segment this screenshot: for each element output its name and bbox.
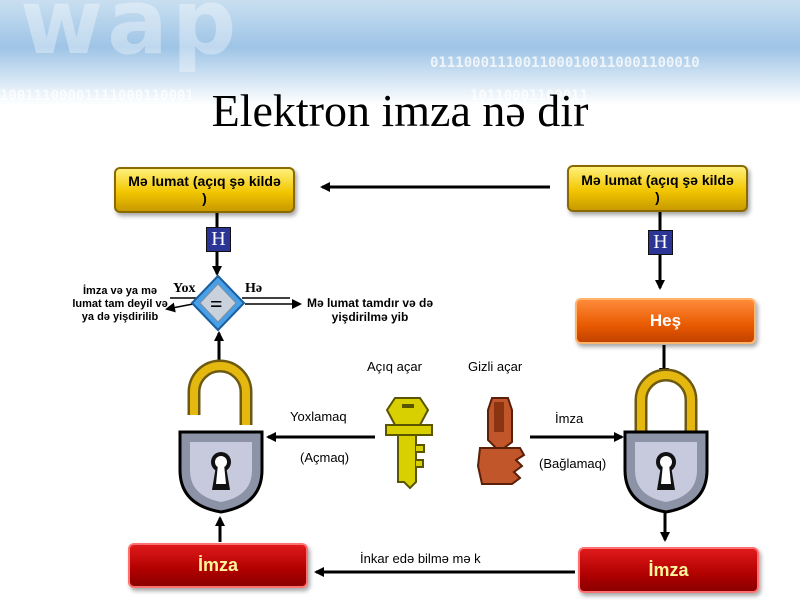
- public-key-icon: [385, 397, 433, 490]
- ok-text: Mə lumat tamdır və də yişdirilmə yib: [306, 296, 434, 324]
- right-hash-marker: H: [648, 230, 673, 255]
- page-title: Elektron imza nə dir: [211, 85, 589, 136]
- no-label: Yox: [173, 281, 196, 296]
- public-key-label: Açıq açar: [367, 359, 422, 374]
- verify-label: Yoxlamaq: [290, 409, 347, 424]
- non-repudiation-label: İnkar edə bilmə mə k: [360, 551, 481, 566]
- open-label: (Açmaq): [300, 450, 350, 465]
- not-ok-text: İmza və ya mə lumat tam deyil və ya də y…: [72, 285, 168, 323]
- right-closed-padlock: [623, 368, 709, 514]
- right-message-box: Mə lumat (açıq şə kildə ): [567, 165, 748, 212]
- sign-label: İmza: [555, 411, 584, 426]
- lock-label: (Bağlamaq): [539, 456, 607, 471]
- private-key-icon: [476, 397, 526, 485]
- header-banner: wap 01110001110011000100110001100010 100…: [0, 0, 800, 105]
- right-signature-box: İmza: [578, 547, 759, 593]
- left-message-box: Mə lumat (açıq şə kildə ): [114, 167, 295, 213]
- compare-equals: =: [210, 291, 223, 316]
- banner-watermark: wap: [20, 0, 241, 75]
- banner-binary-3: 10110001100011: [470, 88, 589, 104]
- yes-label: Hə: [245, 281, 263, 296]
- left-signature-box: İmza: [128, 543, 308, 588]
- compare-diamond: [190, 274, 246, 332]
- banner-binary-2: 10011100001111000110001: [0, 88, 194, 104]
- private-key-label: Gizli açar: [468, 359, 523, 374]
- left-open-padlock: [178, 359, 264, 514]
- banner-binary-1: 01110001110011000100110001100010: [430, 55, 700, 71]
- left-hash-marker: H: [206, 227, 231, 252]
- arrow-no: [165, 302, 194, 313]
- hash-box: Heş: [575, 298, 756, 344]
